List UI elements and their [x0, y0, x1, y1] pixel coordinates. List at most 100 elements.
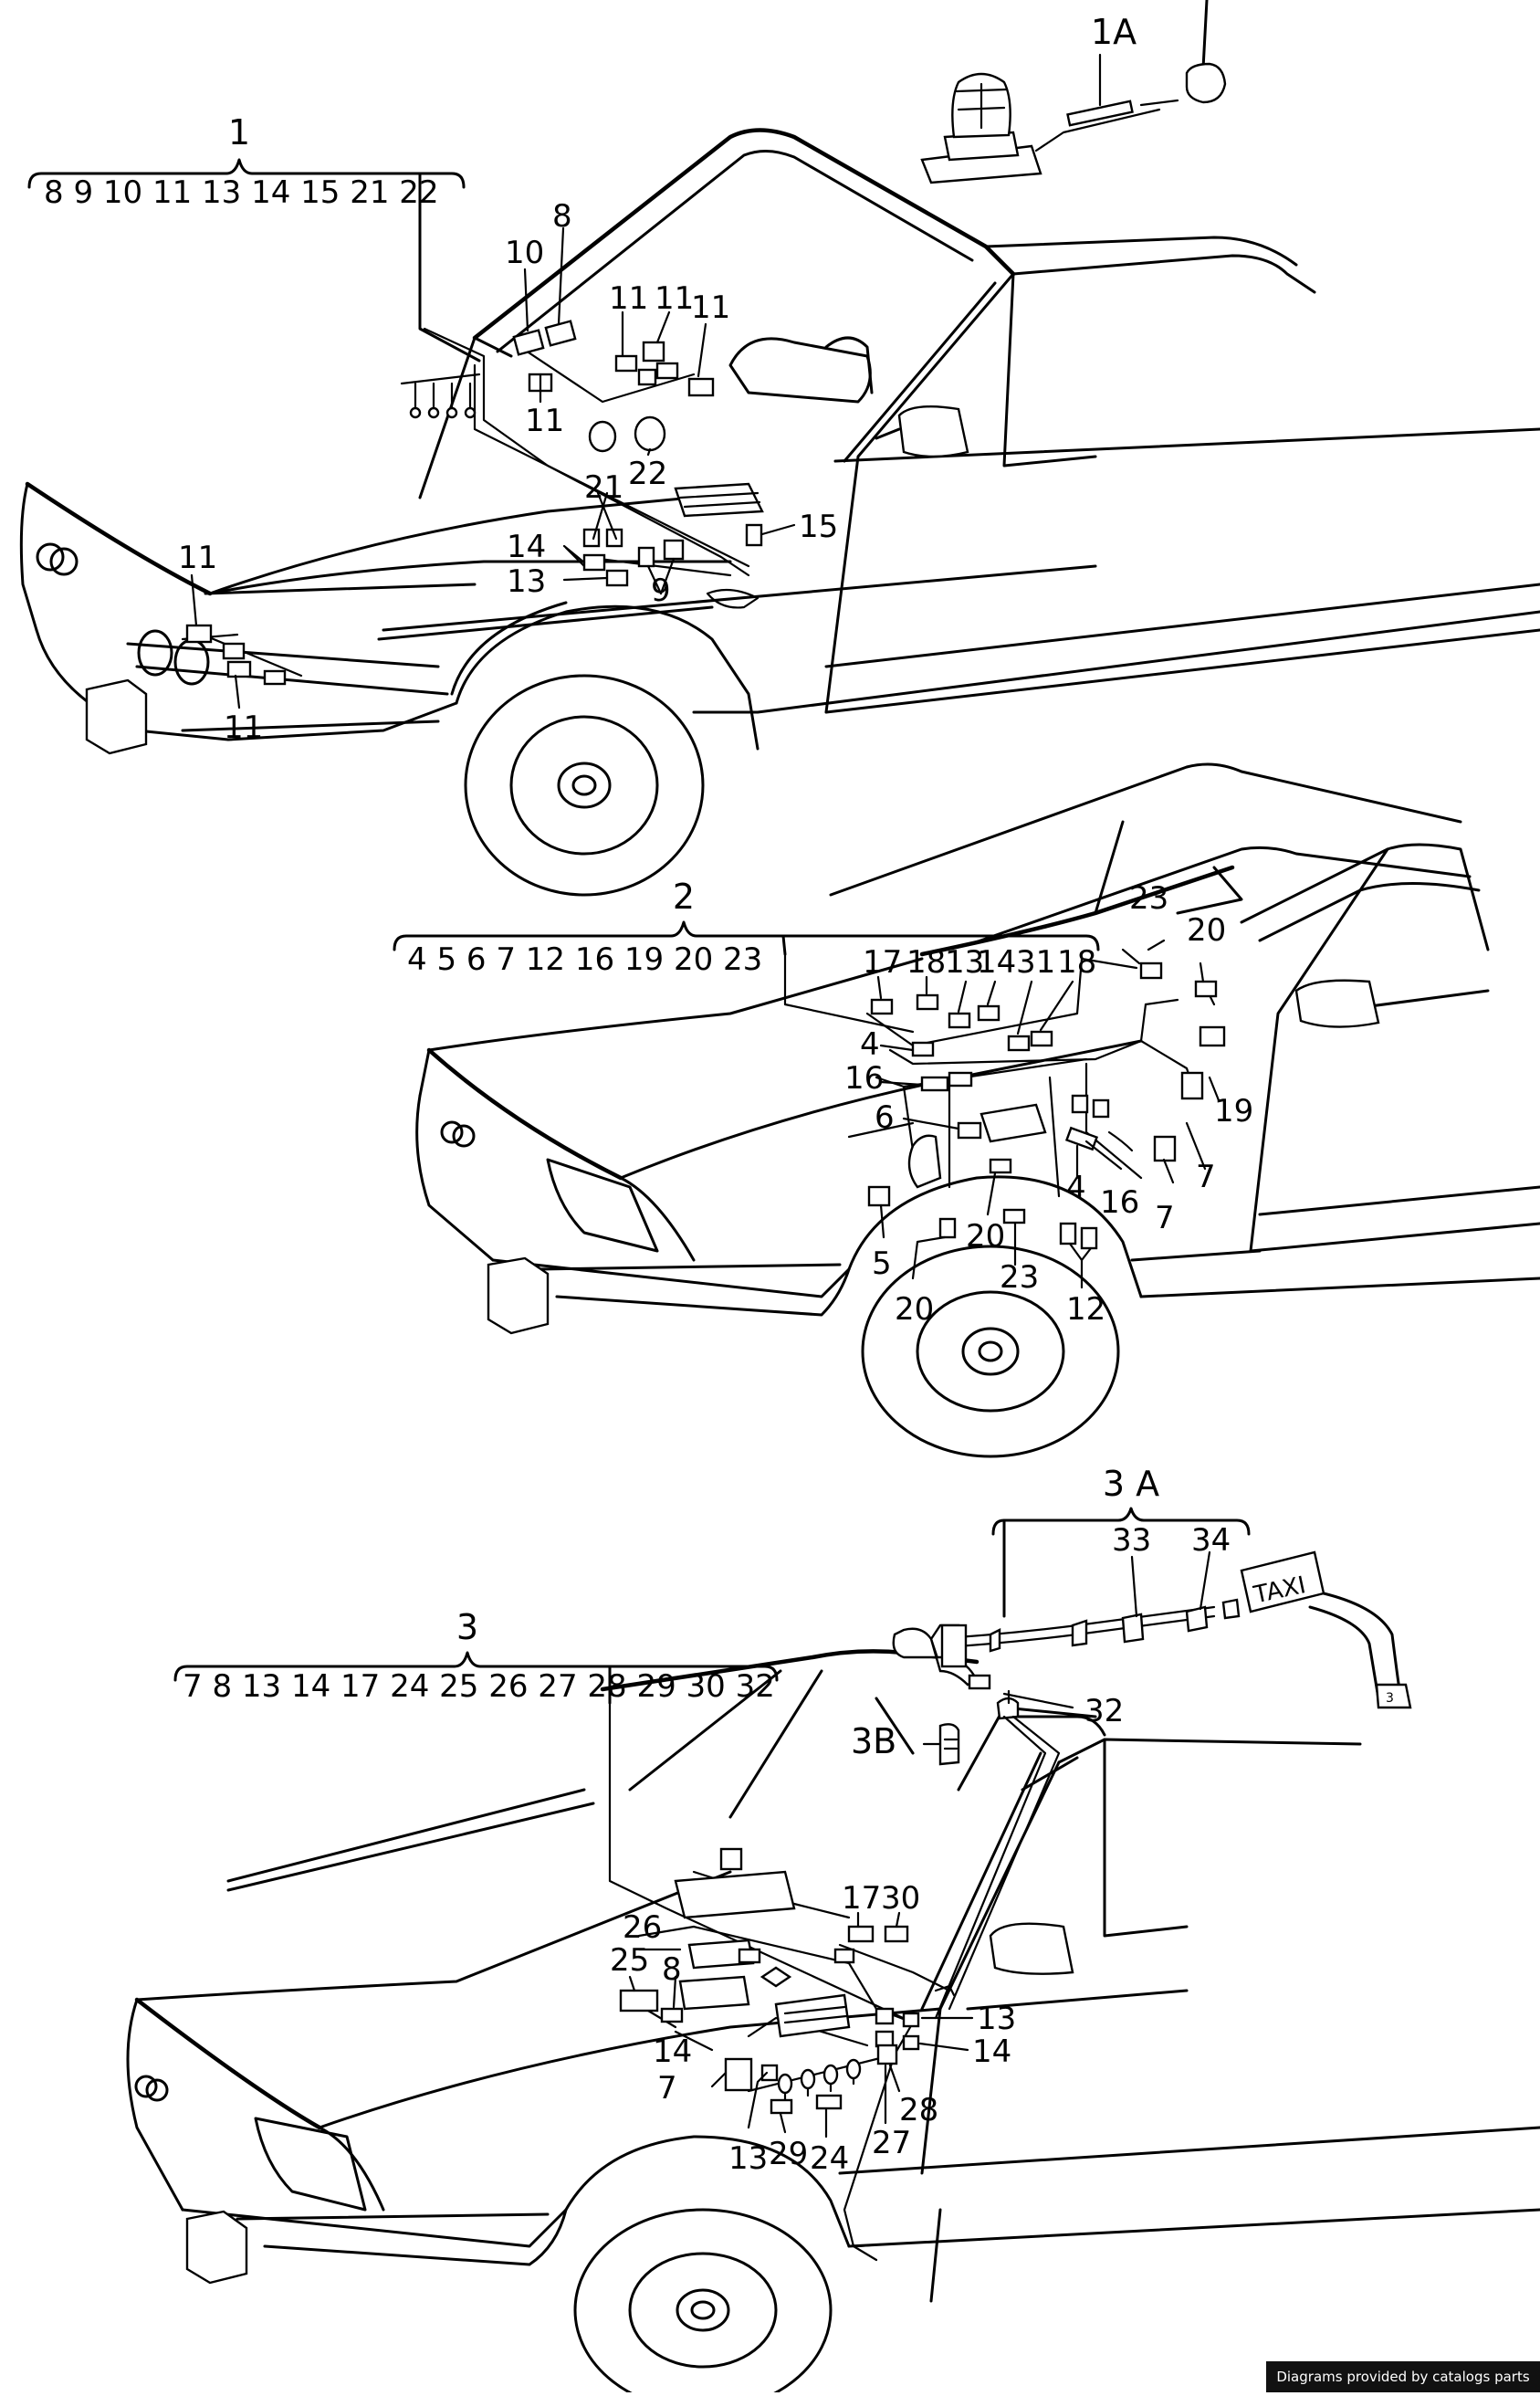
part-21	[588, 420, 617, 453]
label-23: 23	[1000, 1259, 1039, 1296]
p2-16b	[948, 1071, 973, 1088]
label-20: 20	[1187, 912, 1226, 949]
p2-bracket	[907, 1134, 942, 1189]
bracket-2	[393, 920, 1100, 956]
label-29: 29	[769, 2136, 808, 2172]
group-label-1A: 1A	[1091, 12, 1137, 52]
label-14: 14	[977, 944, 1016, 981]
label-4: 4	[1066, 1170, 1086, 1206]
p3-17b	[833, 1948, 855, 1964]
label-9: 9	[651, 573, 671, 609]
label-14: 14	[653, 2033, 692, 2070]
relay-11-front-d	[263, 669, 287, 686]
p2-20c	[938, 1217, 957, 1239]
group-parts-list-3: 7 8 13 14 17 24 25 26 27 28 29 30 32	[183, 1668, 775, 1705]
label-21: 21	[584, 469, 623, 506]
p2-conn-b	[1092, 1098, 1110, 1119]
leaders-3	[628, 1550, 1211, 2139]
label-13: 13	[507, 563, 546, 600]
p2-20b	[989, 1158, 1012, 1174]
label-28: 28	[899, 2092, 938, 2128]
label-11: 11	[224, 709, 263, 746]
p3-24	[815, 2094, 843, 2110]
part-22	[634, 415, 666, 452]
beacon-light-icon	[920, 72, 1042, 184]
p2-6-unit	[980, 1103, 1047, 1143]
relay-11d	[655, 362, 679, 380]
label-6: 6	[875, 1099, 895, 1136]
p3-30	[884, 1925, 909, 1943]
label-33: 33	[1112, 1522, 1151, 1559]
p3-26b	[738, 1948, 761, 1964]
group-label-2: 2	[673, 877, 695, 917]
label-11: 11	[655, 280, 694, 317]
part-9a	[637, 546, 655, 568]
p2-19	[1180, 1071, 1204, 1100]
p3-17	[847, 1925, 875, 1943]
p2-12a	[1059, 1222, 1077, 1245]
group-label-1: 1	[228, 112, 250, 152]
p3-8	[660, 2007, 684, 2023]
taxi-sign: TAXI 3	[1240, 1550, 1412, 1709]
relay-11e	[687, 377, 715, 397]
part-32-top	[968, 1674, 991, 1690]
relay-11-front-a	[185, 624, 213, 644]
p3-unit-top	[674, 1870, 796, 1919]
p3-13c	[760, 2064, 779, 2082]
group-label-3A: 3 A	[1103, 1464, 1159, 1504]
p2-4a	[911, 1041, 935, 1057]
group-label-3: 3	[456, 1607, 478, 1647]
p2-7	[1153, 1135, 1177, 1162]
p2-23	[1139, 962, 1163, 980]
p2-18	[916, 993, 939, 1011]
p2-conn-a	[1071, 1094, 1089, 1114]
label-17: 17	[842, 1880, 881, 1917]
label-16: 16	[1100, 1184, 1139, 1221]
car-3-drawing: TAXI 3	[126, 1550, 1540, 2396]
group-label-3B: 3B	[851, 1721, 896, 1761]
part-13	[605, 569, 629, 587]
p2-5	[867, 1185, 891, 1207]
leaders-2	[876, 939, 1220, 1289]
label-14: 14	[507, 529, 546, 565]
label-27: 27	[872, 2125, 911, 2161]
connector-pins	[409, 382, 477, 419]
label-18: 18	[1057, 944, 1096, 981]
label-18: 18	[906, 944, 946, 981]
label-10: 10	[505, 235, 544, 271]
label-5: 5	[872, 1245, 892, 1282]
p2-19a	[1199, 1025, 1226, 1047]
label-13: 13	[728, 2140, 768, 2177]
part-21b	[605, 528, 623, 548]
label-11: 11	[609, 280, 648, 317]
p3-14	[902, 2034, 920, 2051]
part-14	[582, 553, 606, 572]
p3-unit-mid	[774, 1993, 851, 2038]
label-19: 19	[1214, 1093, 1253, 1130]
antenna-icon	[1185, 0, 1227, 104]
relay-11-front-c	[226, 660, 252, 678]
p3-25	[619, 1989, 659, 2012]
label-7: 7	[1196, 1159, 1216, 1195]
label-34: 34	[1191, 1522, 1231, 1559]
p2-12b	[1080, 1226, 1098, 1250]
relay-10	[512, 329, 545, 356]
p2-14	[977, 1004, 1000, 1022]
label-11: 11	[525, 403, 564, 439]
p2-17	[870, 998, 894, 1015]
label-16: 16	[844, 1060, 884, 1097]
p3-8-unit	[678, 1975, 750, 2011]
label-24: 24	[810, 2140, 849, 2177]
group-parts-list-2: 4 5 6 7 12 16 19 20 23	[407, 941, 762, 978]
label-12: 12	[1066, 1291, 1105, 1328]
label-32: 32	[1084, 1693, 1124, 1729]
label-13: 13	[945, 944, 984, 981]
label-4: 4	[860, 1026, 880, 1063]
label-17: 17	[863, 944, 902, 981]
label-20: 20	[895, 1291, 934, 1328]
part-3B	[938, 1723, 960, 1766]
p3-29	[770, 2098, 793, 2115]
p2-20a	[1194, 980, 1218, 998]
